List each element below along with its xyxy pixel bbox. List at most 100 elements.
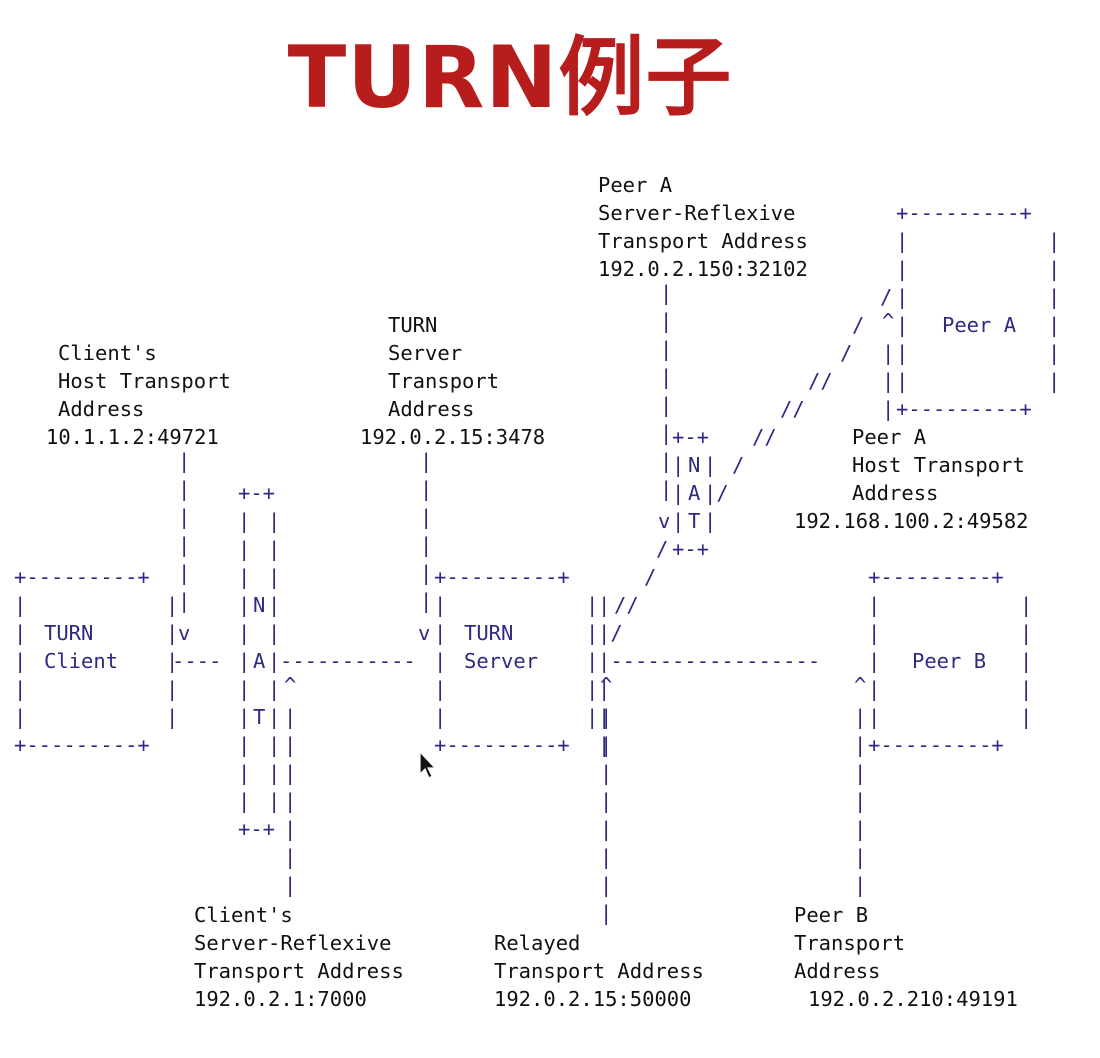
svg-text:+---------+: +---------+ bbox=[14, 733, 150, 757]
svg-text:|: | bbox=[1048, 285, 1060, 310]
svg-text:|: | bbox=[178, 533, 190, 558]
svg-text:|: | bbox=[1048, 341, 1060, 366]
svg-text://: // bbox=[780, 397, 805, 421]
svg-text:+---------+: +---------+ bbox=[868, 733, 1004, 757]
peer-b-box-label: Peer B bbox=[912, 649, 986, 673]
nat-peer-a-box-border: +-+ || ||/ || +-+ bbox=[672, 425, 729, 561]
svg-text:|: | bbox=[420, 505, 432, 530]
svg-text:|: | bbox=[868, 621, 880, 646]
svg-text:|: | bbox=[268, 761, 280, 786]
svg-text:|: | bbox=[238, 565, 250, 590]
svg-text:|: | bbox=[1020, 677, 1032, 702]
svg-text:|: | bbox=[896, 369, 908, 394]
svg-text:|: | bbox=[586, 677, 598, 702]
svg-text:|: | bbox=[854, 733, 866, 758]
svg-text:|: | bbox=[284, 873, 296, 898]
svg-text:|: | bbox=[600, 761, 612, 786]
svg-text://: // bbox=[752, 425, 777, 449]
svg-text:|: | bbox=[238, 649, 250, 674]
label-line: Address bbox=[852, 481, 938, 505]
nat-left-label-a: A bbox=[253, 649, 265, 673]
svg-text:|: | bbox=[238, 677, 250, 702]
svg-text:|: | bbox=[420, 449, 432, 474]
svg-text:|: | bbox=[586, 705, 598, 730]
label-line: Server bbox=[388, 341, 462, 365]
svg-text:|: | bbox=[1020, 593, 1032, 618]
turn-server-addr-connector: | | | | | | v bbox=[418, 449, 432, 645]
svg-text:/: / bbox=[840, 341, 852, 365]
client-to-server-link: ---- ----------- bbox=[172, 649, 416, 673]
svg-text:|: | bbox=[14, 705, 26, 730]
svg-text:|: | bbox=[420, 533, 432, 558]
svg-text:|: | bbox=[868, 593, 880, 618]
mouse-cursor-icon bbox=[419, 750, 437, 779]
svg-text:|: | bbox=[284, 789, 296, 814]
svg-text:/: / bbox=[852, 313, 864, 337]
turn-server-address-label: TURN Server Transport Address 192.0.2.15… bbox=[360, 313, 545, 449]
label-line: 192.168.100.2:49582 bbox=[794, 509, 1029, 533]
svg-text:|: | bbox=[1020, 649, 1032, 674]
svg-text://: // bbox=[614, 593, 639, 617]
svg-text:|: | bbox=[178, 589, 190, 614]
svg-text:|: | bbox=[178, 449, 190, 474]
client-host-connector: | | | | | | v bbox=[178, 449, 190, 645]
svg-text:|: | bbox=[238, 705, 250, 730]
svg-text:|: | bbox=[660, 477, 672, 502]
label-line: Transport bbox=[388, 369, 499, 393]
svg-text:|: | bbox=[586, 621, 598, 646]
svg-text:|: | bbox=[598, 593, 610, 618]
svg-text:|: | bbox=[704, 453, 716, 478]
diagonal-path-to-peer-a: // / / / // // // / / / bbox=[614, 285, 892, 617]
svg-text:|: | bbox=[896, 229, 908, 254]
svg-text:----: ---- bbox=[172, 649, 221, 673]
label-line: 192.0.2.210:49191 bbox=[808, 987, 1018, 1011]
svg-text:|: | bbox=[868, 705, 880, 730]
label-line: Server-Reflexive bbox=[194, 931, 391, 955]
svg-text:+-+: +-+ bbox=[672, 537, 709, 561]
peer-a-box-label: Peer A bbox=[942, 313, 1016, 337]
svg-text:|: | bbox=[434, 705, 446, 730]
label-line: Host Transport bbox=[852, 453, 1025, 477]
svg-text:|: | bbox=[896, 313, 908, 338]
svg-text:^: ^ bbox=[882, 309, 894, 333]
svg-text:|: | bbox=[238, 621, 250, 646]
label-line: Address bbox=[388, 397, 474, 421]
svg-text:|: | bbox=[166, 649, 178, 674]
svg-text:|: | bbox=[284, 705, 296, 730]
svg-text:v: v bbox=[178, 621, 190, 645]
svg-text:/: / bbox=[732, 453, 744, 477]
svg-text:|: | bbox=[600, 705, 612, 730]
svg-text:|: | bbox=[420, 589, 432, 614]
svg-text:|: | bbox=[660, 281, 672, 306]
svg-text:|: | bbox=[420, 561, 432, 586]
svg-text:|/: |/ bbox=[598, 621, 623, 646]
svg-text:|: | bbox=[882, 369, 894, 394]
peer-a-reflexive-address-label: Peer A Server-Reflexive Transport Addres… bbox=[598, 173, 808, 281]
svg-text:|: | bbox=[704, 509, 716, 534]
svg-text:|: | bbox=[166, 677, 178, 702]
svg-text:|: | bbox=[268, 789, 280, 814]
svg-text:|: | bbox=[586, 649, 598, 674]
svg-text:|: | bbox=[598, 677, 610, 702]
svg-text:+---------+: +---------+ bbox=[896, 397, 1032, 421]
svg-text:+-+: +-+ bbox=[672, 425, 709, 449]
svg-text:|: | bbox=[600, 901, 612, 926]
label-line: TURN bbox=[388, 313, 437, 337]
relayed-address-label: Relayed Transport Address 192.0.2.15:500… bbox=[494, 931, 704, 1011]
svg-text:-----------: ----------- bbox=[280, 649, 416, 673]
svg-text:/: / bbox=[656, 537, 668, 561]
label-line: 192.0.2.15:3478 bbox=[360, 425, 545, 449]
svg-text:+-+: +-+ bbox=[238, 817, 275, 841]
svg-text:+---------+: +---------+ bbox=[868, 565, 1004, 589]
label-line: Transport Address bbox=[598, 229, 808, 253]
turn-client-label-line1: TURN bbox=[44, 621, 93, 645]
svg-text:|: | bbox=[660, 309, 672, 334]
svg-text:|: | bbox=[434, 621, 446, 646]
svg-text:|: | bbox=[14, 621, 26, 646]
label-line: 10.1.1.2:49721 bbox=[46, 425, 219, 449]
label-line: 192.0.2.150:32102 bbox=[598, 257, 808, 281]
svg-text:|: | bbox=[672, 453, 684, 478]
nat-peer-a-label-t: T bbox=[688, 509, 700, 533]
peer-a-box-border: +---------+ || || || || || || +---------… bbox=[896, 201, 1060, 421]
svg-text:|: | bbox=[600, 845, 612, 870]
